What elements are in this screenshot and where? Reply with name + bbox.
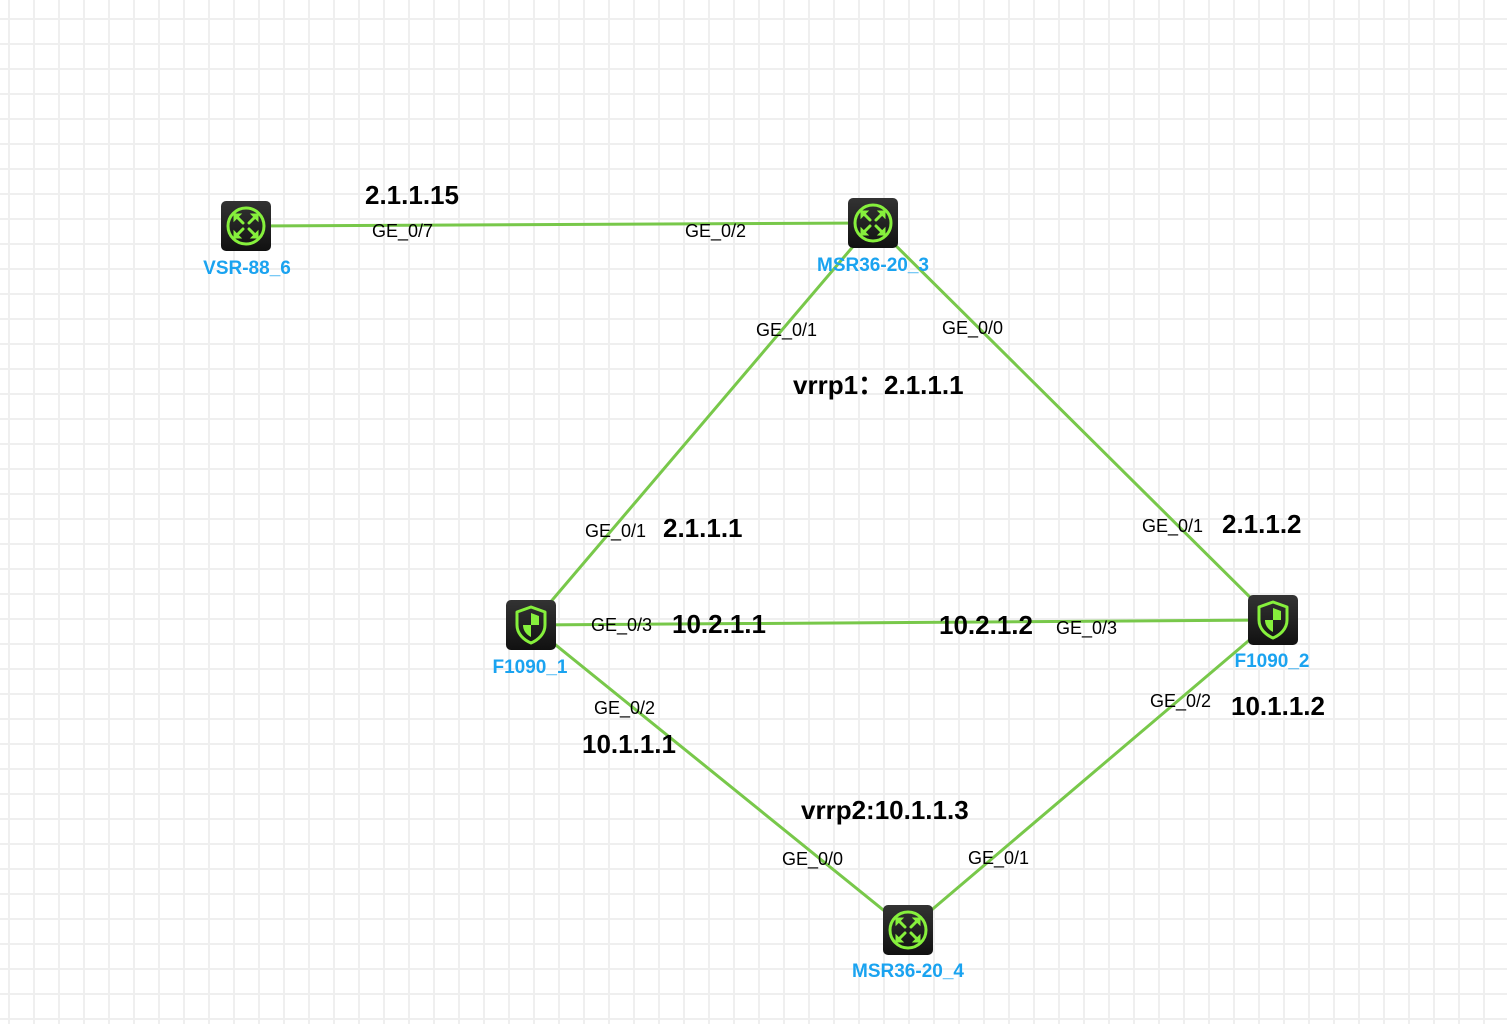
port-label-f2-ge0-2: GE_0/2	[1150, 691, 1212, 711]
vrrp1-label: vrrp1：2.1.1.1	[793, 370, 964, 400]
link-f1090-1-msr36-20-4[interactable]	[529, 623, 910, 932]
node-label-msr36-20-4: MSR36-20_4	[852, 961, 964, 982]
port-label-msr3-ge0-0: GE_0/0	[942, 318, 1004, 338]
port-label-f2-ge0-1: GE_0/1	[1142, 516, 1204, 536]
port-label-msr4-ge0-1: GE_0/1	[968, 848, 1030, 868]
ip-label-f1-ge0-3: 10.2.1.1	[672, 609, 766, 639]
firewall-shield-icon	[506, 600, 556, 650]
node-label-f1090-1: F1090_1	[492, 657, 568, 678]
ip-label-f1-ge0-1: 2.1.1.1	[663, 513, 743, 543]
link-vsr88-6-msr36-20-3[interactable]	[244, 221, 875, 228]
port-label-msr3-ge0-2: GE_0/2	[685, 221, 747, 241]
router-icon	[221, 201, 271, 251]
node-label-f1090-2: F1090_2	[1234, 651, 1310, 672]
port-label-f1-ge0-1: GE_0/1	[585, 521, 647, 541]
link-msr36-20-3-f1090-2[interactable]	[871, 221, 1275, 622]
port-label-f1-ge0-3: GE_0/3	[591, 615, 653, 635]
ip-label-f2-ge0-1: 2.1.1.2	[1222, 509, 1302, 539]
node-msr36-20-4[interactable]	[883, 905, 933, 955]
ip-label-f1-ge0-2: 10.1.1.1	[582, 729, 676, 759]
router-icon	[883, 905, 933, 955]
port-label-msr3-ge0-1: GE_0/1	[756, 320, 818, 340]
link-f1090-1-f1090-2[interactable]	[529, 618, 1275, 627]
port-label-f1-ge0-2: GE_0/2	[594, 698, 656, 718]
node-f1090-2[interactable]	[1248, 595, 1298, 645]
port-label-msr4-ge0-0: GE_0/0	[782, 849, 844, 869]
vrrp2-label: vrrp2:10.1.1.3	[801, 795, 969, 825]
port-label-f2-ge0-3: GE_0/3	[1056, 618, 1118, 638]
node-vsr88-6[interactable]	[221, 201, 271, 251]
router-icon	[848, 198, 898, 248]
link-msr36-20-3-f1090-1[interactable]	[529, 221, 875, 627]
node-label-vsr88-6: VSR-88_6	[203, 258, 291, 279]
ip-label-f2-ge0-3: 10.2.1.2	[939, 610, 1033, 640]
ip-label-vsr-link: 2.1.1.15	[365, 180, 459, 210]
node-label-msr36-20-3: MSR36-20_3	[817, 255, 929, 276]
link-f1090-2-msr36-20-4[interactable]	[906, 618, 1275, 932]
port-label-vsr-ge0-7: GE_0/7	[372, 221, 434, 241]
node-f1090-1[interactable]	[506, 600, 556, 650]
ip-label-f2-ge0-2: 10.1.1.2	[1231, 691, 1325, 721]
node-msr36-20-3[interactable]	[848, 198, 898, 248]
firewall-shield-icon	[1248, 595, 1298, 645]
